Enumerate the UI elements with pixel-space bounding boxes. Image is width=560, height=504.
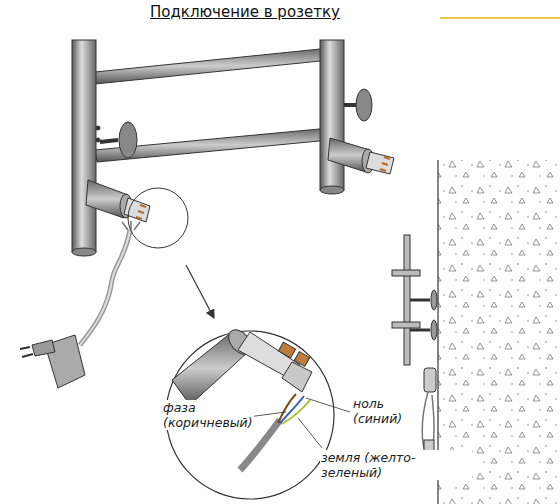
accent-line [440,17,560,19]
zoom-arrow [186,265,214,318]
wire-label: ноль (синий) [352,396,416,426]
zoom-circle [128,188,188,248]
title: Подключение в розетку [150,3,340,21]
wire-label: фаза (коричневый) [162,400,254,430]
towel-rail [20,40,394,388]
wire-label: земля (желто-зеленый) [320,450,472,480]
